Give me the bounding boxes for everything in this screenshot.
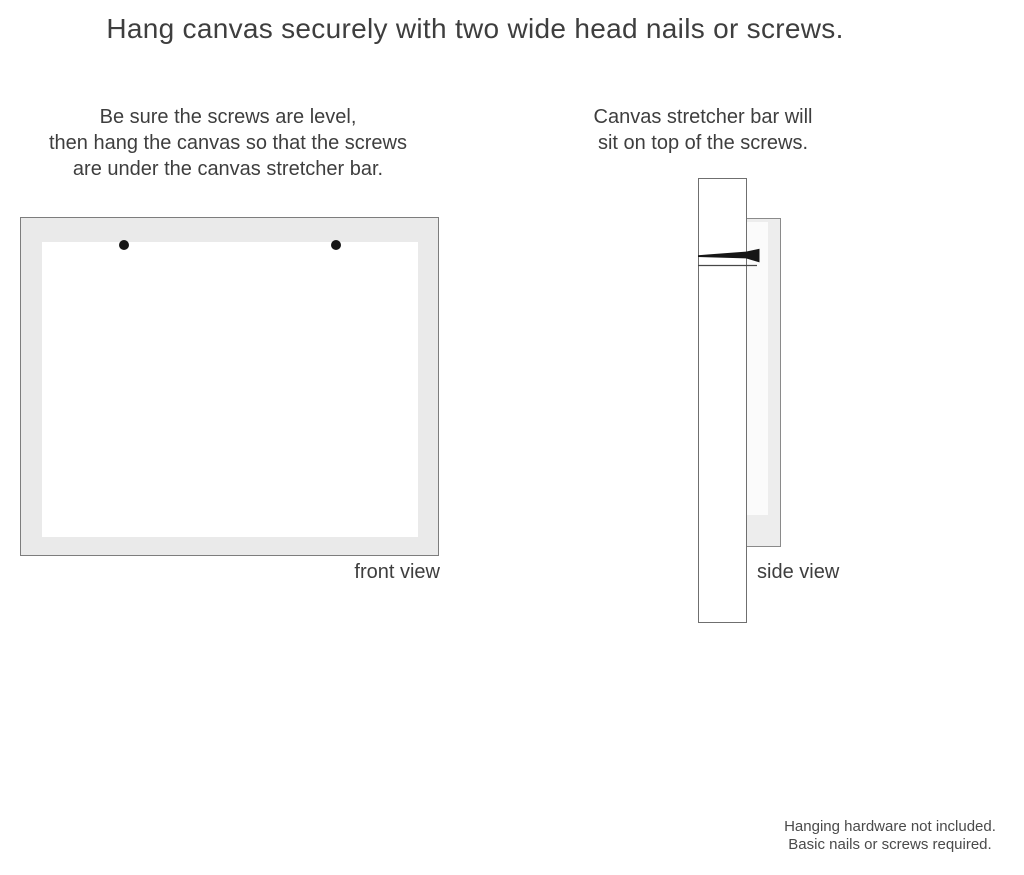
side-view-canvas-edge	[746, 218, 781, 547]
front-view-canvas-frame	[20, 217, 439, 556]
instructions-side-line1: Canvas stretcher bar will	[593, 106, 813, 128]
hardware-disclaimer: Hanging hardware not included. Basic nai…	[745, 818, 1024, 854]
instructions-side: Canvas stretcher bar will sit on top of …	[553, 104, 853, 156]
instructions-side-line2: sit on top of the screws.	[597, 132, 809, 154]
nail-profile-shape	[698, 248, 760, 263]
instructions-front-line3: are under the canvas stretcher bar.	[72, 158, 384, 180]
nail-icon	[698, 248, 760, 267]
side-view-canvas-edge-highlight	[747, 222, 768, 515]
side-view-label: side view	[757, 561, 840, 583]
page-title: Hang canvas securely with two wide head …	[106, 13, 844, 44]
nail-head-dot-right	[331, 240, 341, 250]
nail-head-dot-left	[119, 240, 129, 250]
hardware-disclaimer-line1: Hanging hardware not included.	[784, 818, 996, 835]
front-view-canvas-face	[42, 242, 418, 537]
instructions-front-line2: then hang the canvas so that the screws	[49, 132, 407, 154]
hardware-disclaimer-line2: Basic nails or screws required.	[788, 836, 992, 853]
front-view-label: front view	[354, 561, 440, 583]
instructions-front-line1: Be sure the screws are level,	[99, 106, 357, 128]
instructions-front: Be sure the screws are level, then hang …	[18, 104, 438, 182]
